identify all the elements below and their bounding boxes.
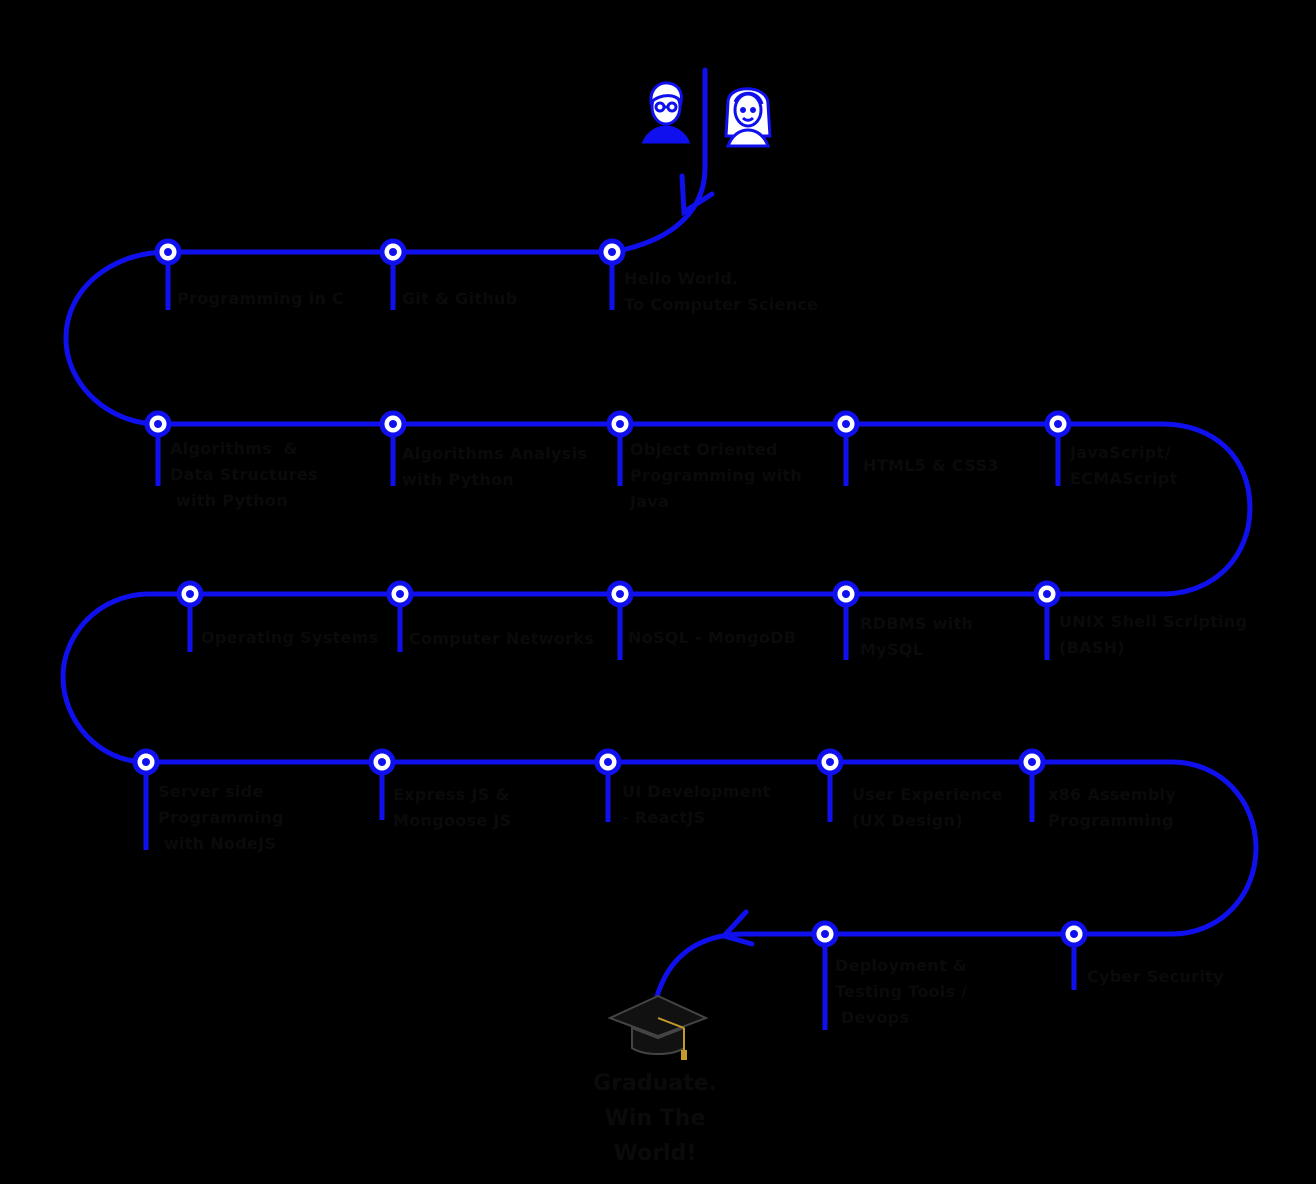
milestone-marker-javascript	[1044, 410, 1072, 486]
milestone-marker-nosql	[606, 580, 634, 660]
milestone-dot	[842, 420, 850, 428]
milestone-dot	[616, 420, 624, 428]
milestone-label-devops: Deployment & Testing Tools / Devops	[835, 956, 968, 1027]
milestone-dot	[608, 248, 616, 256]
finish-label: Graduate. Win The World!	[593, 1071, 717, 1166]
milestone-marker-algorithms-ds	[144, 410, 172, 486]
boy-avatar-icon	[641, 81, 691, 144]
milestone-dot	[826, 758, 834, 766]
milestone-marker-nodejs	[132, 748, 160, 850]
milestone-marker-rdbms	[832, 580, 860, 660]
milestone-dot	[154, 420, 162, 428]
milestone-marker-git-github	[379, 238, 407, 310]
milestone-marker-unix-shell	[1033, 580, 1061, 660]
milestone-label-rdbms: RDBMS with MySQL	[860, 614, 974, 659]
milestone-label-nosql: NoSQL - MongoDB	[628, 628, 797, 647]
milestone-dot	[616, 590, 624, 598]
milestone-label-express: Express JS & Mongoose JS	[393, 785, 512, 830]
finish-arrow	[721, 909, 755, 947]
milestone-dot	[842, 590, 850, 598]
milestone-label-unix-shell: UNIX Shell Scripting (BASH)	[1059, 612, 1248, 657]
milestone-dot	[1028, 758, 1036, 766]
milestone-label-oop-java: Object Oriented Programming with Java	[630, 440, 803, 511]
milestone-dot	[821, 930, 829, 938]
milestone-label-x86: x86 Assembly Programming	[1048, 785, 1177, 830]
milestone-dot	[389, 248, 397, 256]
milestone-label-nodejs: Server side Programming with NodeJS	[158, 782, 284, 853]
milestone-dot	[1054, 420, 1062, 428]
start-arrow	[679, 173, 715, 217]
milestone-label-algorithms-ds: Algorithms & Data Structures with Python	[170, 439, 318, 510]
milestone-marker-programming-in-c	[154, 238, 182, 310]
milestone-marker-devops	[811, 920, 839, 1030]
milestone-marker-computer-networks	[386, 580, 414, 652]
milestone-label-ux: User Experience (UX Design)	[852, 785, 1003, 830]
milestone-markers	[132, 238, 1088, 1030]
milestone-dot	[1070, 930, 1078, 938]
milestone-label-hello-world: Hello World. To Computer Science	[624, 269, 819, 314]
milestone-marker-express	[368, 748, 396, 820]
girl-avatar-icon	[724, 87, 772, 148]
milestone-marker-x86	[1018, 748, 1046, 822]
milestone-dot	[142, 758, 150, 766]
milestone-label-programming-in-c: Programming in C	[177, 289, 344, 308]
milestone-label-operating-systems: Operating Systems	[201, 628, 379, 647]
milestone-marker-html-css	[832, 410, 860, 486]
milestone-label-cyber-security: Cyber Security	[1087, 967, 1224, 986]
milestone-dot	[164, 248, 172, 256]
milestone-marker-algorithms-analysis	[379, 410, 407, 486]
milestone-marker-cyber-security	[1060, 920, 1088, 990]
milestone-dot	[389, 420, 397, 428]
milestone-label-html-css: HTML5 & CSS3	[863, 456, 999, 475]
milestone-dot	[396, 590, 404, 598]
milestone-label-computer-networks: Computer Networks	[409, 629, 595, 648]
milestone-label-algorithms-analysis: Algorithms Analysis with Python	[402, 444, 588, 489]
milestone-marker-operating-systems	[176, 580, 204, 652]
milestone-marker-oop-java	[606, 410, 634, 486]
milestone-dot	[1043, 590, 1051, 598]
road-path	[60, 67, 1259, 1003]
milestone-label-react: UI Development - ReactJS	[622, 782, 771, 827]
milestone-label-javascript: JavaScript/ ECMAScript	[1070, 443, 1178, 488]
graduation-cap-icon	[607, 994, 709, 1060]
milestone-marker-hello-world	[598, 238, 626, 310]
milestone-dot	[604, 758, 612, 766]
milestone-marker-react	[594, 748, 622, 822]
milestone-marker-ux	[816, 748, 844, 822]
milestone-dot	[378, 758, 386, 766]
milestone-label-git-github: Git & Github	[402, 289, 518, 308]
milestone-dot	[186, 590, 194, 598]
